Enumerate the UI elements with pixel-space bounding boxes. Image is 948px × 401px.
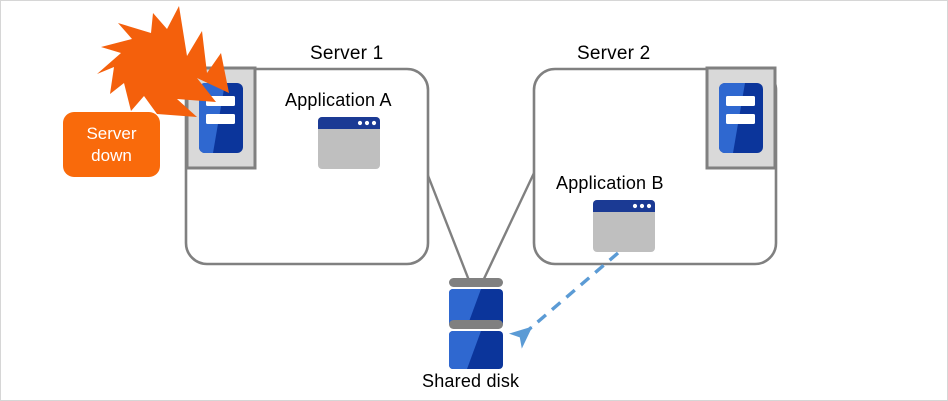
application-a-label: Application A — [285, 90, 392, 110]
application-window-icon-b[interactable] — [593, 200, 655, 252]
server-down-line-1: Server — [86, 123, 137, 143]
connector-server1-to-disk — [425, 172, 472, 284]
server-2-title: Server 2 — [577, 43, 651, 64]
server-1-title: Server 1 — [310, 43, 384, 64]
application-window-icon-a[interactable] — [318, 117, 380, 169]
connector-server2-to-disk — [480, 172, 536, 284]
failover-arrow — [508, 251, 620, 349]
server-down-badge[interactable]: Server down — [63, 112, 160, 177]
server-down-line-2: down — [91, 145, 132, 165]
disk-stack-icon[interactable] — [449, 278, 503, 369]
server-icon-2[interactable] — [705, 66, 777, 170]
application-b-label: Application B — [556, 173, 664, 193]
shared-disk-label: Shared disk — [422, 371, 520, 391]
server-down-badge-text: Server down — [63, 112, 160, 177]
explosion-burst-icon — [97, 6, 229, 117]
